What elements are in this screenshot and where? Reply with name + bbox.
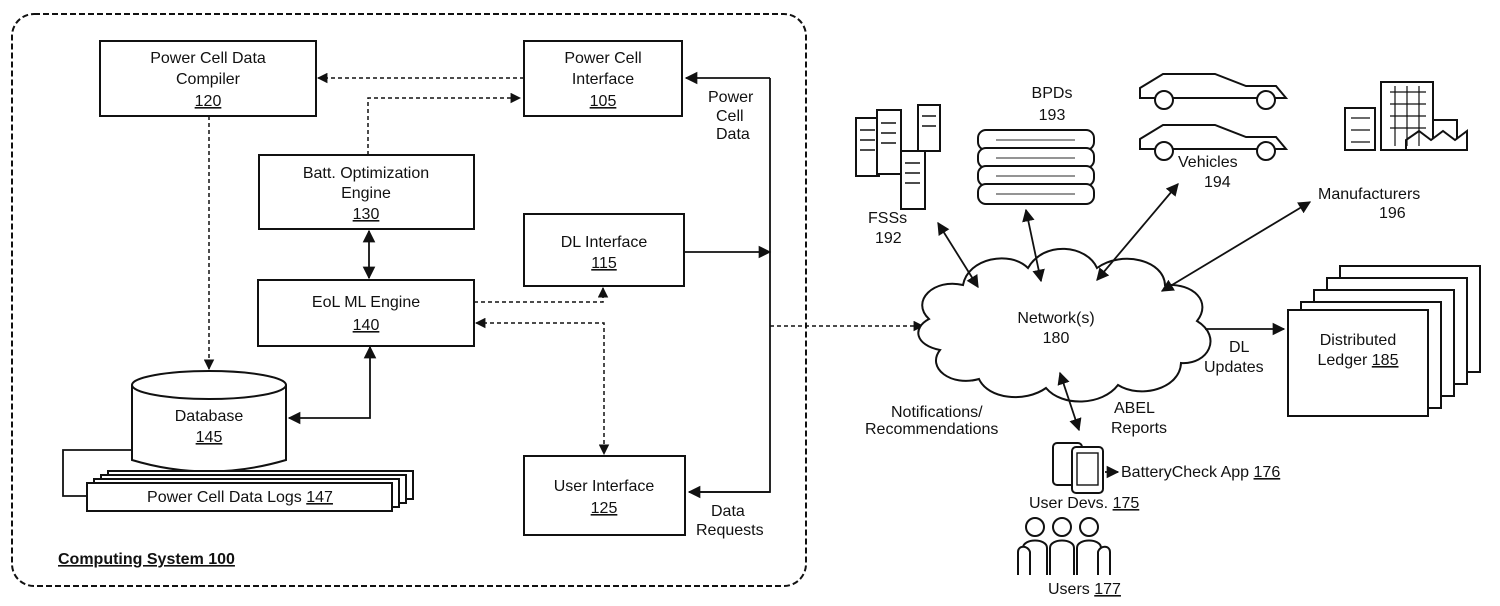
bpd-label: BPDs: [1032, 85, 1073, 102]
users-label: Users 177: [1048, 581, 1121, 598]
svg-text:Updates: Updates: [1204, 359, 1264, 376]
ledger-label-line1: Distributed: [1320, 332, 1396, 349]
svg-text:Cell: Cell: [716, 108, 744, 125]
compiler-ref: 120: [195, 93, 222, 110]
user-devices-label: User Devs. 175: [1029, 495, 1139, 512]
computing-system-network-link: [684, 71, 925, 499]
optimization-label-line2: Engine: [341, 185, 391, 202]
network-entity-links: [937, 183, 1312, 432]
network-cloud: Network(s) 180: [917, 247, 1212, 403]
database-ref: 145: [196, 429, 223, 446]
dl-interface-ref: 115: [591, 255, 617, 272]
vehicles-icon: [1139, 73, 1289, 161]
network-label: Network(s): [1017, 310, 1094, 327]
interface-label-line1: Power Cell: [564, 50, 641, 67]
vehicles-label: Vehicles: [1178, 154, 1238, 171]
distributed-ledger: Distributed Ledger 185: [1287, 265, 1481, 417]
interface-label-line2: Interface: [572, 71, 634, 88]
battery-optimization-engine: Batt. Optimization Engine 130: [258, 154, 475, 230]
power-cell-data-compiler: Power Cell Data Compiler 120: [99, 40, 317, 117]
notifications-label: Notifications/ Recommendations: [865, 404, 998, 438]
svg-text:ABEL: ABEL: [1114, 400, 1155, 417]
user-interface: User Interface 125: [523, 455, 686, 536]
bpd-stack-icon: BPDs 193: [977, 85, 1095, 205]
svg-text:DL: DL: [1229, 339, 1250, 356]
internal-arrows: [62, 72, 610, 497]
database-label: Database: [175, 408, 244, 425]
dl-interface: DL Interface 115: [523, 213, 685, 287]
manufacturers-ref: 196: [1379, 205, 1406, 222]
svg-text:Requests: Requests: [696, 522, 764, 539]
computing-system-title: Computing System 100: [58, 551, 235, 568]
computing-system-boundary: Computing System 100: [11, 13, 807, 587]
optimization-ref: 130: [353, 206, 380, 223]
svg-text:Data: Data: [711, 503, 745, 520]
svg-text:Data: Data: [716, 126, 750, 143]
ledger-label-line2: Ledger 185: [1318, 352, 1399, 369]
battery-check-app-label: BatteryCheck App 176: [1121, 464, 1280, 481]
dl-updates-label: DL Updates: [1204, 339, 1264, 376]
bpd-ref: 193: [1039, 107, 1066, 124]
users-icon: [1017, 517, 1111, 575]
user-interface-label: User Interface: [554, 478, 655, 495]
abel-reports-label: ABEL Reports: [1111, 400, 1167, 437]
power-cell-data-label: Power Cell Data: [708, 89, 754, 143]
network-ref: 180: [1043, 330, 1070, 347]
svg-text:Power: Power: [708, 89, 754, 106]
optimization-label-line1: Batt. Optimization: [303, 165, 429, 182]
vehicles-ref: 194: [1204, 174, 1231, 191]
user-interface-ref: 125: [591, 500, 618, 517]
manufacturers-icon: [1344, 81, 1468, 151]
compiler-label-line2: Compiler: [176, 71, 241, 88]
svg-text:Recommendations: Recommendations: [865, 421, 998, 438]
power-cell-data-logs: Power Cell Data Logs 147: [86, 470, 414, 512]
dl-interface-label: DL Interface: [561, 234, 648, 251]
data-logs-label: Power Cell Data Logs 147: [147, 489, 333, 506]
eol-ml-engine: EoL ML Engine 140: [257, 279, 475, 347]
power-cell-interface: Power Cell Interface 105: [523, 40, 683, 117]
database-cylinder: Database 145: [131, 370, 287, 473]
svg-text:Notifications/: Notifications/: [891, 404, 983, 421]
data-requests-label: Data Requests: [696, 503, 764, 539]
eol-engine-ref: 140: [353, 317, 380, 334]
interface-ref: 105: [590, 93, 617, 110]
fss-ref: 192: [875, 230, 902, 247]
user-devices-icon: [1052, 442, 1120, 494]
fss-label: FSSs: [868, 210, 907, 227]
manufacturers-label: Manufacturers: [1318, 186, 1420, 203]
eol-engine-label: EoL ML Engine: [312, 294, 420, 311]
fss-icon: [855, 104, 941, 210]
compiler-label-line1: Power Cell Data: [150, 50, 266, 67]
svg-text:Reports: Reports: [1111, 420, 1167, 437]
